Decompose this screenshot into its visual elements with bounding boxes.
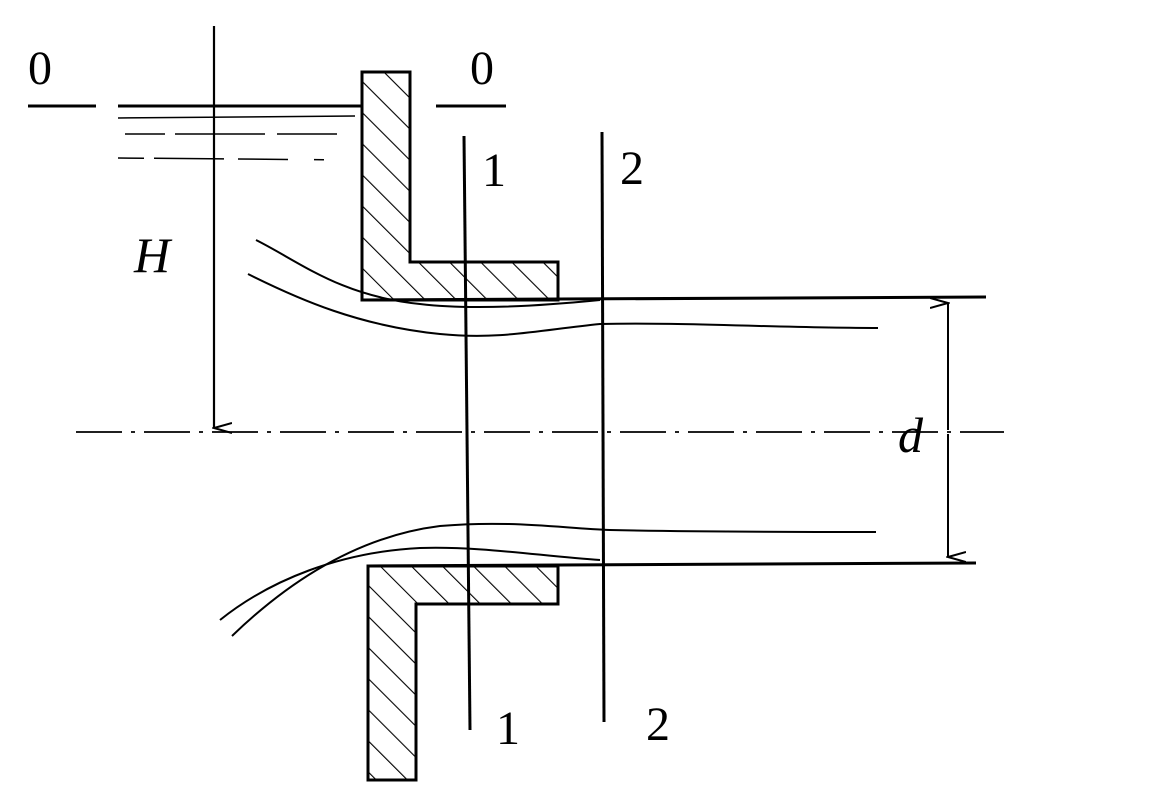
section-1-top-label: 1 — [482, 144, 506, 197]
section-2-line — [600, 131, 606, 723]
head-label: H — [133, 227, 173, 283]
ripple-line — [117, 115, 356, 119]
plane-0-left-label: 0 — [28, 42, 52, 95]
section-2-bottom-label: 2 — [646, 698, 670, 751]
plane-0-right-label: 0 — [470, 42, 494, 95]
streamline — [231, 522, 877, 637]
diameter-label: d — [898, 407, 924, 463]
streamline — [219, 546, 601, 621]
section-1-line — [462, 135, 472, 731]
ripple-line — [117, 157, 353, 161]
lower-wall-section — [366, 564, 560, 782]
section-1-bottom-label: 1 — [496, 702, 520, 755]
streamline — [247, 273, 879, 337]
streamlines-bottom — [219, 522, 877, 637]
streamline — [255, 239, 601, 308]
pipe-bottom-wall — [367, 561, 977, 568]
streamlines-top — [247, 239, 879, 337]
water-surface — [28, 104, 506, 161]
section-2-top-label: 2 — [620, 142, 644, 195]
section-lines — [462, 131, 606, 731]
